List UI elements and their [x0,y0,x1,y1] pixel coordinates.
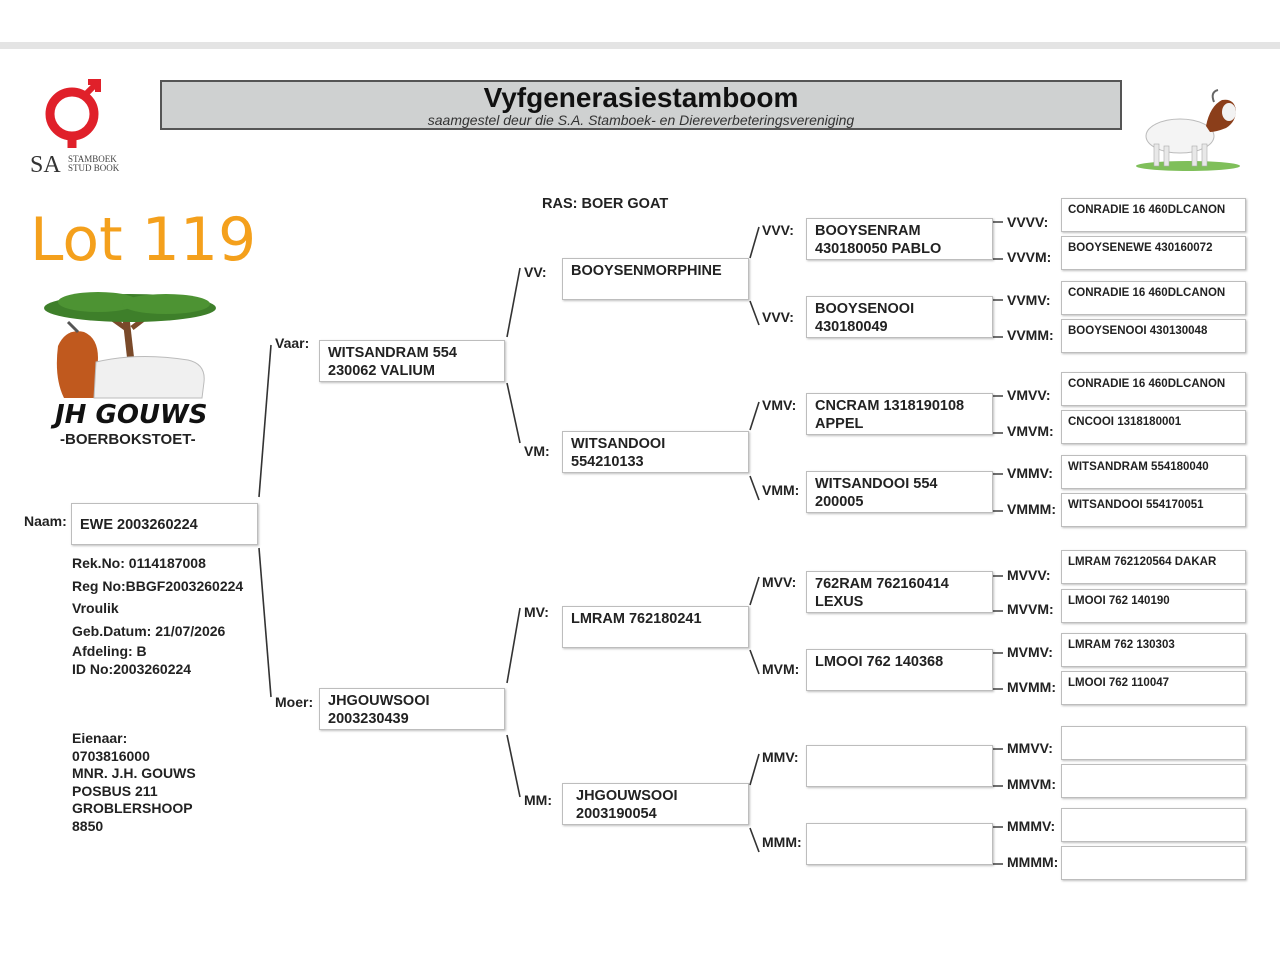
mmv-box [806,745,993,787]
id-no: ID No:2003260224 [72,660,192,677]
owner-label: Eienaar: [72,730,128,746]
owner-name: MNR. J.H. GOUWS [72,765,196,781]
mmm-label: MMM: [762,834,802,850]
gen4-box [1061,846,1246,880]
gen4-box: WITSANDRAM 554180040 [1061,455,1246,489]
gen4-box: LMOOI 762 140190 [1061,589,1246,623]
owner-postcode: 8850 [72,817,104,834]
female-symbol-icon [45,79,101,148]
gen4-box [1061,764,1246,798]
afdeling: Afdeling: B [72,643,147,659]
gen4-label: MMVM: [1007,776,1056,792]
birth-date: Geb.Datum: 21/07/2026 [72,622,226,639]
top-divider [0,42,1280,49]
mvv-label: MVV: [762,574,797,590]
sa-logo-text: SA [30,152,61,178]
owner-address2: GROBLERSHOOP [72,800,193,816]
vm-box: WITSANDOOI 554210133 [562,431,749,473]
vmm-label: VMM: [762,482,800,498]
gen4-label: VMVM: [1007,423,1054,439]
gen4-box: LMOOI 762 110047 [1061,671,1246,705]
gen4-box: CONRADIE 16 460DLCANON [1061,281,1246,315]
mvv-box: 762RAM 762160414 LEXUS [806,571,993,613]
breed-label: RAS: BOER GOAT [542,196,669,212]
moer-label: Moer: [275,694,314,710]
vaar-box: WITSANDRAM 554 230062 VALIUM [319,340,505,382]
gen4-label: MVVM: [1007,601,1054,617]
vvv-box: BOOYSENRAM 430180050 PABLO [806,218,993,260]
mmm-box [806,823,993,865]
mm-label: MM: [524,792,552,808]
document-subtitle: saamgestel deur die S.A. Stamboek- en Di… [427,112,855,128]
gen4-label: VVMM: [1007,327,1054,343]
animal-name: EWE 2003260224 [80,517,198,533]
gen4-label: VMMM: [1007,501,1056,517]
sex: Vroulik [72,600,119,616]
mv-box: LMRAM 762180241 [562,606,749,648]
reg-no: Reg No:BBGF2003260224 [72,577,244,594]
owner-info: Eienaar: 0703816000 MNR. J.H. GOUWS POSB… [72,730,196,835]
vm-label: VM: [524,443,550,459]
gen4-label: VVVV: [1007,214,1049,230]
vv-label: VV: [524,264,547,280]
gen4-box: CONRADIE 16 460DLCANON [1061,372,1246,406]
animal-extra-info: Afdeling: B ID No:2003260224 [72,643,191,678]
animal-name-box: EWE 2003260224 [71,503,258,545]
lot-number: Lot 119 [30,205,257,275]
animal-info: Rek.No: 0114187008 Reg No:BBGF2003260224… [72,552,243,642]
gen4-label: MMMV: [1007,818,1056,834]
gen4-box: LMRAM 762 130303 [1061,633,1246,667]
sa-logo-subtext: STAMBOEK STUD BOOK [68,154,120,173]
gen4-box: BOOYSENEWE 430160072 [1061,236,1246,270]
gen4-label: VVMV: [1007,292,1051,308]
moer-box: JHGOUWSOOI 2003230439 [319,688,505,730]
mm-box: JHGOUWSOOI 2003190054 [562,783,749,825]
stud-name: JH GOUWS [55,400,208,430]
gen4-box: WITSANDOOI 554170051 [1061,493,1246,527]
gen4-box: LMRAM 762120564 DAKAR [1061,550,1246,584]
gen4-box: BOOYSENOOI 430130048 [1061,319,1246,353]
stud-subtitle: -BOERBOKSTOET- [60,431,196,448]
document-header: Vyfgenerasiestamboom saamgestel deur die… [160,80,1122,130]
gen4-label: MVVV: [1007,567,1051,583]
gen4-label: MMMM: [1007,854,1059,870]
gen4-box: CONRADIE 16 460DLCANON [1061,198,1246,232]
mv-label: MV: [524,604,549,620]
gen4-label: VMMV: [1007,465,1053,481]
vvm-label: VVV: [762,309,794,325]
gen4-box [1061,808,1246,842]
gen4-label: VVVM: [1007,249,1052,265]
gen4-label: MVMV: [1007,644,1053,660]
gen4-box: CNCOOI 1318180001 [1061,410,1246,444]
vmm-box: WITSANDOOI 554 200005 [806,471,993,513]
vvv-label: VVV: [762,222,794,238]
gen4-box [1061,726,1246,760]
vmv-label: VMV: [762,397,797,413]
vmv-box: CNCRAM 1318190108 APPEL [806,393,993,435]
mmv-label: MMV: [762,749,799,765]
vvm-box: BOOYSENOOI 430180049 [806,296,993,338]
owner-phone: 0703816000 [72,747,150,764]
owner-address1: POSBUS 211 [72,782,158,799]
vv-box: BOOYSENMORPHINE [562,258,749,300]
document-title: Vyfgenerasiestamboom [483,82,799,113]
animal-name-label: Naam: [24,513,67,529]
gen4-label: MVMM: [1007,679,1056,695]
mvm-box: LMOOI 762 140368 [806,649,993,691]
gen4-label: VMVV: [1007,387,1051,403]
acacia-goat-logo-icon [44,292,216,399]
rek-no: Rek.No: 0114187008 [72,555,206,571]
boer-goat-icon [1136,89,1240,171]
mvm-label: MVM: [762,661,800,677]
vaar-label: Vaar: [275,335,310,351]
gen4-label: MMVV: [1007,740,1053,756]
